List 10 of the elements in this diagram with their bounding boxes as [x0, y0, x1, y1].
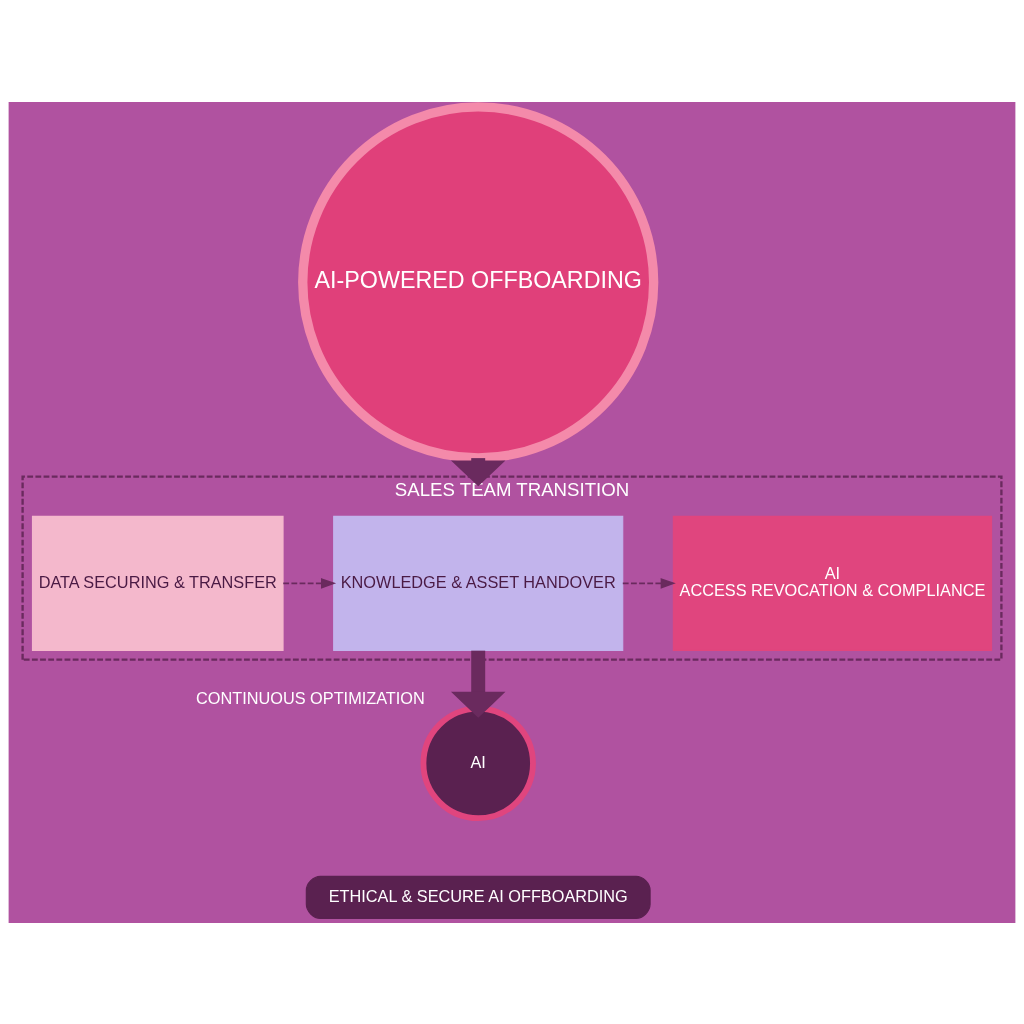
node-box: AI ACCESS REVOCATION & COMPLIANCE — [672, 515, 993, 651]
node-box: DATA SECURING & TRANSFER — [31, 515, 284, 651]
node-circle: AI — [420, 705, 536, 821]
arrow — [621, 577, 676, 589]
node-circle: AI-POWERED OFFBOARDING — [298, 101, 659, 462]
arrow — [282, 577, 337, 589]
node-label: CONTINUOUS OPTIMIZATION — [196, 688, 425, 707]
node-box: KNOWLEDGE & ASSET HANDOVER — [333, 515, 624, 651]
arrow — [450, 650, 506, 718]
node-box: ETHICAL & SECURE AI OFFBOARDING — [305, 875, 651, 919]
